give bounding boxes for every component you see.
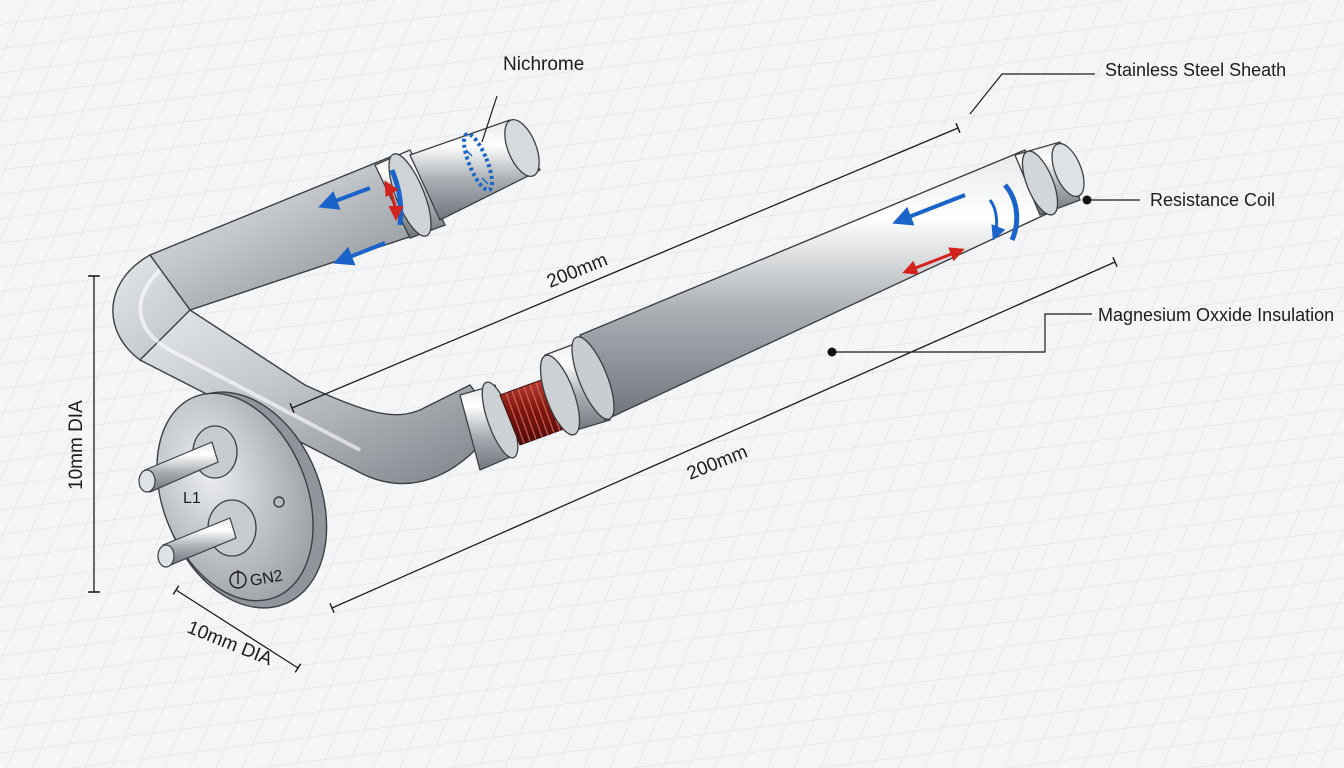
label-coil: Resistance Coil [1150,190,1275,210]
label-sheath: Stainless Steel Sheath [1105,60,1286,80]
callout-dot-coil [1082,195,1092,205]
terminal-gn2-label: GN2 [249,567,284,589]
terminal-gn2 [157,499,257,568]
label-insulation: Magnesium Oxxide Insulation [1098,305,1334,325]
dim-line-flange [172,585,302,673]
leader-sheath [969,73,1095,115]
flange-bolt-hole [273,496,285,508]
leader-insulation [832,313,1092,353]
callout-leaders [481,73,1140,353]
terminal-l1-label: L1 [183,490,201,507]
dim-vertical-dia: 10mm DIA [66,400,87,490]
blue-arc-lower [1003,183,1020,242]
dim-line-bottom [329,256,1118,614]
flange: L1 GN2 [138,391,328,609]
callout-dot-insulation [827,347,837,357]
terminal-l1 [138,425,238,493]
leader-nichrome [481,95,498,143]
label-nichrome: Nichrome [503,54,584,75]
dimension-lines [88,122,1118,673]
blue-arc-lower-small [988,199,1006,241]
